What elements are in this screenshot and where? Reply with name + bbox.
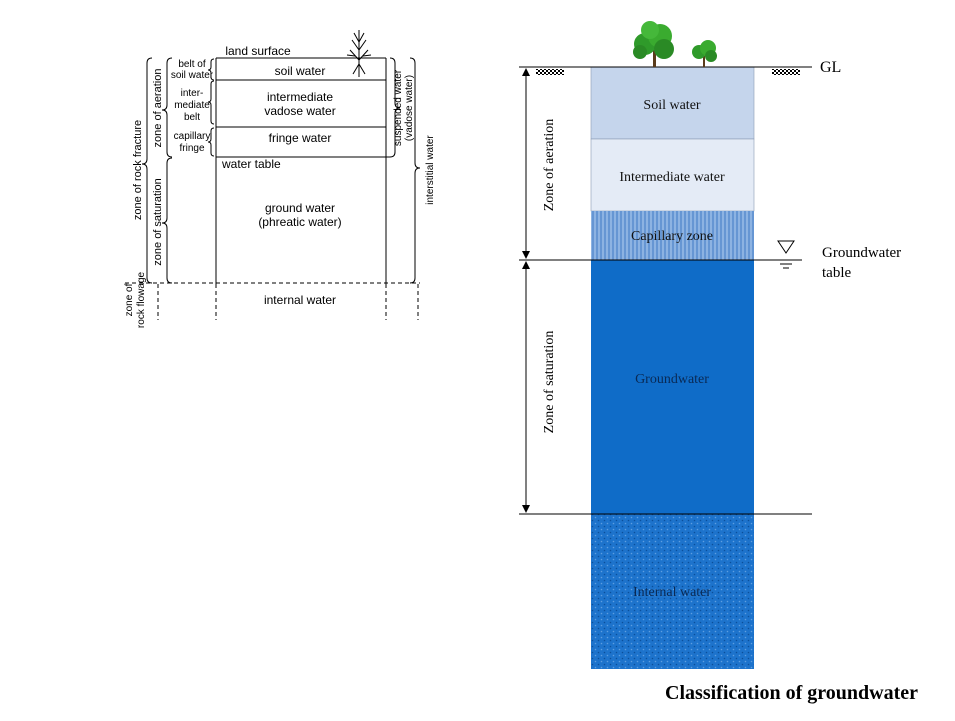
zone-of-saturation-label: Zone of saturation <box>542 331 557 434</box>
capillary-zone-layer <box>591 211 754 260</box>
internal-water-layer-label: Internal water <box>633 585 711 600</box>
figure-caption: Classification of groundwater <box>665 682 918 704</box>
soil-water-label: soil water <box>275 64 326 78</box>
rock-fracture-label: zone of rock fracture <box>132 120 144 220</box>
saturation-brace <box>161 157 173 284</box>
capillary-brace <box>207 127 215 157</box>
tree-icon <box>346 30 372 77</box>
groundwater-table-label-2: table <box>822 265 851 281</box>
left-diagram: zone of rock fracture zone of rock flowa… <box>124 30 436 328</box>
soil-belt-label-1: belt of <box>178 59 205 70</box>
groundwater-layer <box>591 260 754 514</box>
interstitial-water-label: interstitial water <box>425 135 436 205</box>
aeration-brace <box>161 57 173 158</box>
ground-hatch-right <box>772 69 800 75</box>
interstitial-water-brace <box>409 57 421 284</box>
tree-large-icon <box>633 21 674 67</box>
groundwater-layer-label: Groundwater <box>635 372 709 387</box>
suspended-water-label-2: (vadose water) <box>404 75 415 141</box>
water-table-symbol-icon <box>777 240 795 269</box>
ground-hatch-left <box>536 69 564 75</box>
gl-label: GL <box>820 59 841 76</box>
intermediate-belt-brace <box>207 80 215 125</box>
rock-fracture-brace <box>141 57 153 284</box>
intermediate-water-layer <box>590 138 755 212</box>
intermediate-belt-label-1: inter- <box>181 88 204 99</box>
fringe-water-label: fringe water <box>269 131 332 145</box>
land-surface-label: land surface <box>225 44 291 58</box>
tree-small-icon <box>692 40 717 67</box>
right-diagram: GL Groundwater table Zone of aeration Zo… <box>519 21 918 704</box>
saturation-zone-label: zone of saturation <box>152 178 164 265</box>
internal-water-label: internal water <box>264 293 336 307</box>
soil-water-layer <box>590 66 755 140</box>
groundwater-table-label-1: Groundwater <box>822 245 901 261</box>
soil-belt-brace <box>207 58 215 81</box>
capillary-fringe-label-2: fringe <box>179 143 204 154</box>
capillary-zone-layer-label: Capillary zone <box>631 229 713 244</box>
intermediate-water-layer-label: Intermediate water <box>619 170 725 185</box>
aeration-zone-label: zone of aeration <box>152 69 164 148</box>
soil-belt-label-2: soil water <box>171 70 214 81</box>
rock-flowage-label-2: rock flowage <box>136 271 147 328</box>
rock-flowage-label-1: zone of <box>124 283 135 316</box>
intermediate-belt-label-3: belt <box>184 112 200 123</box>
internal-water-layer <box>591 514 754 669</box>
vadose-water-label-2: vadose water <box>264 104 335 118</box>
soil-water-layer-label: Soil water <box>643 98 700 113</box>
intermediate-belt-label-2: mediate <box>174 100 210 111</box>
zone-of-aeration-label: Zone of aeration <box>542 119 557 212</box>
ground-water-label-2: (phreatic water) <box>258 215 341 229</box>
water-table-label: water table <box>221 157 281 171</box>
capillary-fringe-label-1: capillary <box>174 131 211 142</box>
ground-water-label-1: ground water <box>265 201 335 215</box>
aeration-dimension-arrow <box>522 68 530 259</box>
saturation-dimension-arrow <box>522 261 530 513</box>
suspended-water-brace <box>389 57 401 158</box>
suspended-water-label-1: suspended water <box>393 69 404 146</box>
vadose-water-label-1: intermediate <box>267 90 333 104</box>
